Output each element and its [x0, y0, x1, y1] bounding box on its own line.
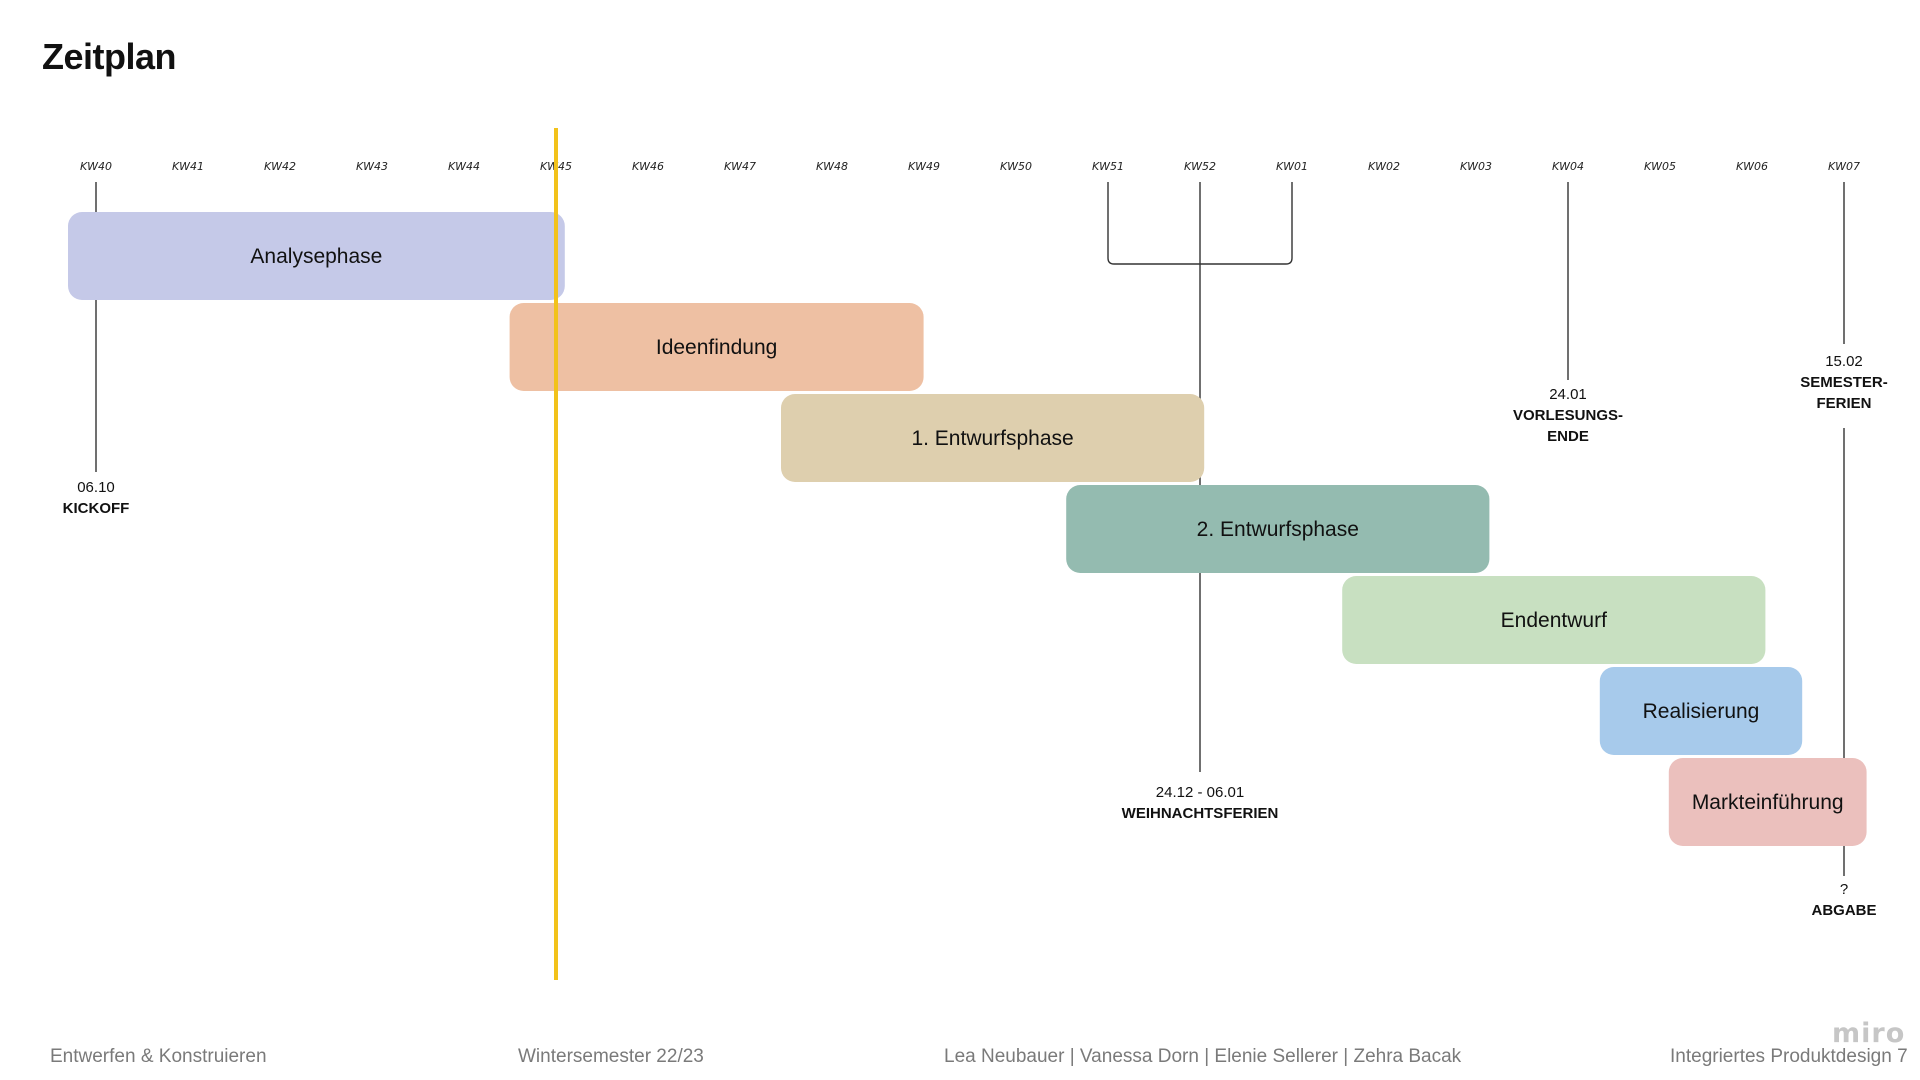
phase-label: 1. Entwurfsphase	[911, 427, 1073, 450]
milestone-date: ?	[1840, 881, 1848, 898]
week-label: KW05	[1644, 160, 1676, 173]
week-label: KW03	[1460, 160, 1492, 173]
week-label: KW01	[1276, 160, 1308, 173]
phase-label: Markteinführung	[1692, 791, 1844, 814]
phase-label: 2. Entwurfsphase	[1197, 518, 1359, 541]
week-label: KW07	[1828, 160, 1860, 173]
milestone-name: ENDE	[1547, 428, 1589, 445]
milestone-date: 24.01	[1549, 386, 1587, 403]
footer-course: Entwerfen & Konstruieren	[50, 1046, 267, 1067]
page-title: Zeitplan	[42, 36, 177, 77]
week-label: KW44	[448, 160, 480, 173]
phase-label: Endentwurf	[1501, 609, 1607, 632]
milestone-name: VORLESUNGS-	[1513, 407, 1623, 424]
week-label: KW04	[1552, 160, 1584, 173]
week-label: KW47	[724, 160, 756, 173]
week-label: KW42	[264, 160, 296, 173]
week-label: KW40	[80, 160, 112, 173]
week-label: KW02	[1368, 160, 1400, 173]
footer-semester: Wintersemester 22/23	[518, 1046, 704, 1067]
phase-bar	[781, 394, 1205, 482]
phase-bar	[1066, 485, 1490, 573]
phase-bar	[1599, 667, 1803, 755]
phase-bar	[68, 212, 565, 300]
milestone-date: 06.10	[77, 479, 115, 496]
phase-label: Realisierung	[1643, 700, 1760, 723]
phase-bar	[509, 303, 924, 391]
miro-logo: miro	[1832, 1018, 1906, 1049]
week-label: KW41	[172, 160, 204, 173]
milestone-date: 24.12 - 06.01	[1156, 784, 1244, 801]
week-label: KW52	[1184, 160, 1216, 173]
footer-program: Integriertes Produktdesign 7	[1670, 1046, 1908, 1067]
week-label: KW43	[356, 160, 388, 173]
week-label: KW49	[908, 160, 940, 173]
phase-label: Ideenfindung	[656, 336, 777, 359]
week-label: KW50	[1000, 160, 1032, 173]
milestone-name: FERIEN	[1816, 395, 1871, 412]
week-label: KW48	[816, 160, 848, 173]
milestone-name: SEMESTER-	[1800, 374, 1888, 391]
week-label: KW51	[1092, 160, 1124, 173]
phase-bar	[1342, 576, 1766, 664]
milestone-name: ABGABE	[1811, 902, 1876, 919]
milestone-name: KICKOFF	[63, 500, 130, 517]
phase-label: Analysephase	[250, 245, 382, 268]
footer-authors: Lea Neubauer | Vanessa Dorn | Elenie Sel…	[944, 1046, 1462, 1067]
phase-bar	[1668, 758, 1867, 846]
milestone-name: WEIHNACHTSFERIEN	[1122, 805, 1279, 822]
milestone-date: 15.02	[1825, 353, 1863, 370]
week-label: KW46	[632, 160, 664, 173]
week-label: KW06	[1736, 160, 1768, 173]
